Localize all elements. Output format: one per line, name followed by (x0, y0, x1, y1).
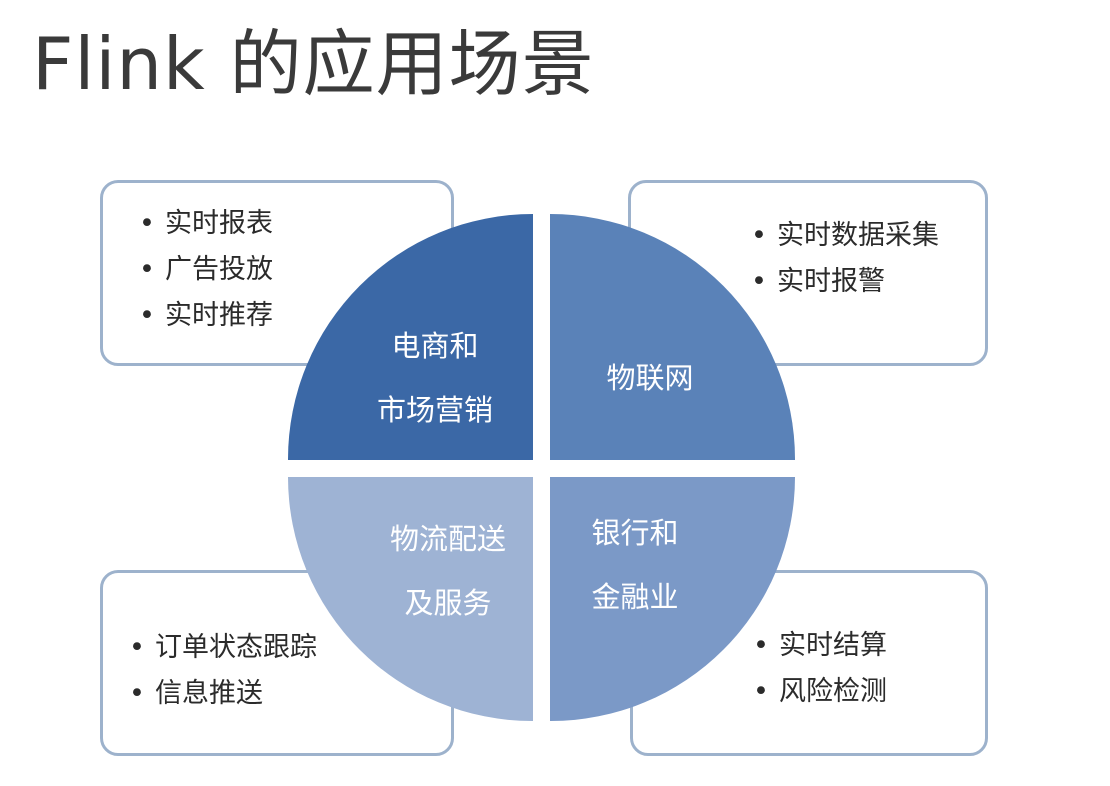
use-case-list: 实时数据采集 实时报警 (751, 213, 939, 305)
list-item: 信息推送 (129, 671, 317, 717)
list-item: 实时报警 (751, 259, 939, 305)
quadrant-label: 金融业 (591, 580, 679, 614)
quadrant-label: 及服务 (404, 586, 492, 620)
quadrant-label: 市场营销 (376, 393, 493, 427)
quadrant-label: 银行和 (591, 516, 679, 550)
use-case-list: 实时报表 广告投放 实时推荐 (139, 201, 273, 339)
list-item: 广告投放 (139, 247, 273, 293)
quadrant-label: 物流配送 (389, 522, 506, 556)
list-item: 实时推荐 (139, 293, 273, 339)
use-case-list: 实时结算 风险检测 (753, 623, 887, 715)
use-case-list: 订单状态跟踪 信息推送 (129, 625, 317, 717)
list-item: 订单状态跟踪 (129, 625, 317, 671)
list-item: 实时数据采集 (751, 213, 939, 259)
quadrant-label: 物联网 (606, 361, 694, 395)
list-item: 实时报表 (139, 201, 273, 247)
card-logistics: 订单状态跟踪 信息推送 (100, 570, 454, 756)
quadrant-label: 电商和 (391, 329, 479, 363)
list-item: 实时结算 (753, 623, 887, 669)
slide-title: Flink 的应用场景 (32, 22, 595, 106)
list-item: 风险检测 (753, 669, 887, 715)
